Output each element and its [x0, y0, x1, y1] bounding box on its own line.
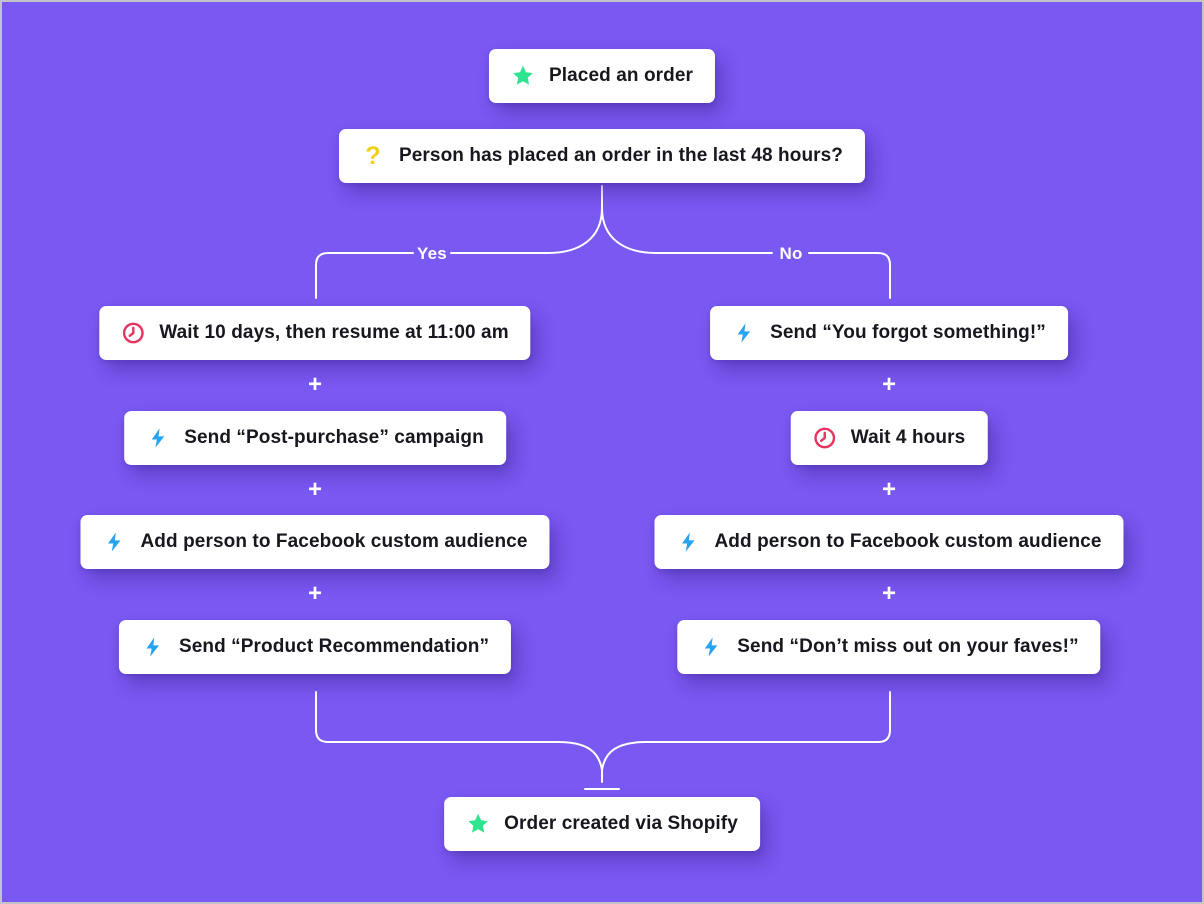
star-icon	[466, 812, 490, 836]
connector-split-stem-left	[450, 185, 603, 254]
node-no-send-you-forgot-something[interactable]: Send “You forgot something!”	[710, 306, 1068, 360]
branch-label-no: No	[779, 244, 803, 263]
bolt-icon	[676, 530, 700, 554]
node-condition-order-last-48-hours[interactable]: ? Person has placed an order in the last…	[338, 129, 866, 183]
add-step-button[interactable]: +	[307, 476, 323, 503]
node-label: Send “Don’t miss out on your faves!”	[737, 636, 1079, 657]
bolt-icon	[102, 530, 126, 554]
star-icon	[511, 64, 535, 88]
connector-no-elbow	[808, 252, 891, 299]
node-no-send-dont-miss-out[interactable]: Send “Don’t miss out on your faves!”	[677, 620, 1101, 674]
bolt-icon	[732, 321, 756, 345]
node-yes-send-product-recommendation[interactable]: Send “Product Recommendation”	[118, 620, 512, 674]
bolt-icon	[699, 635, 723, 659]
clock-icon	[813, 426, 837, 450]
node-label: Wait 10 days, then resume at 11:00 am	[159, 322, 509, 343]
connector-yes-elbow	[315, 252, 414, 299]
bolt-icon	[146, 426, 170, 450]
node-label: Send “You forgot something!”	[770, 322, 1046, 343]
node-label: Person has placed an order in the last 4…	[398, 145, 844, 166]
node-label: Send “Product Recommendation”	[178, 636, 490, 657]
add-step-button[interactable]: +	[307, 580, 323, 607]
node-yes-add-to-facebook-audience[interactable]: Add person to Facebook custom audience	[80, 515, 550, 569]
add-step-button[interactable]: +	[307, 371, 323, 398]
node-no-wait-4-hours[interactable]: Wait 4 hours	[790, 411, 988, 465]
node-label: Add person to Facebook custom audience	[714, 531, 1102, 552]
node-label: Placed an order	[548, 65, 694, 86]
clock-icon	[121, 321, 145, 345]
add-step-button[interactable]: +	[881, 580, 897, 607]
node-yes-wait-10-days[interactable]: Wait 10 days, then resume at 11:00 am	[99, 306, 531, 360]
question-icon: ?	[365, 141, 381, 170]
node-trigger-placed-an-order[interactable]: Placed an order	[488, 49, 716, 103]
connector-merge-left	[315, 691, 603, 783]
add-step-button[interactable]: +	[881, 476, 897, 503]
branch-label-yes: Yes	[417, 244, 447, 263]
node-label: Add person to Facebook custom audience	[140, 531, 528, 552]
node-no-add-to-facebook-audience[interactable]: Add person to Facebook custom audience	[654, 515, 1124, 569]
connector-merge-right	[601, 691, 891, 771]
node-label: Wait 4 hours	[850, 427, 966, 448]
node-yes-send-post-purchase-campaign[interactable]: Send “Post-purchase” campaign	[124, 411, 506, 465]
node-label: Send “Post-purchase” campaign	[184, 427, 484, 448]
node-goal-order-created-via-shopify[interactable]: Order created via Shopify	[444, 797, 760, 851]
connector-split-stem-right	[601, 207, 773, 254]
node-label: Order created via Shopify	[504, 813, 738, 834]
bolt-icon	[141, 635, 165, 659]
add-step-button[interactable]: +	[881, 371, 897, 398]
